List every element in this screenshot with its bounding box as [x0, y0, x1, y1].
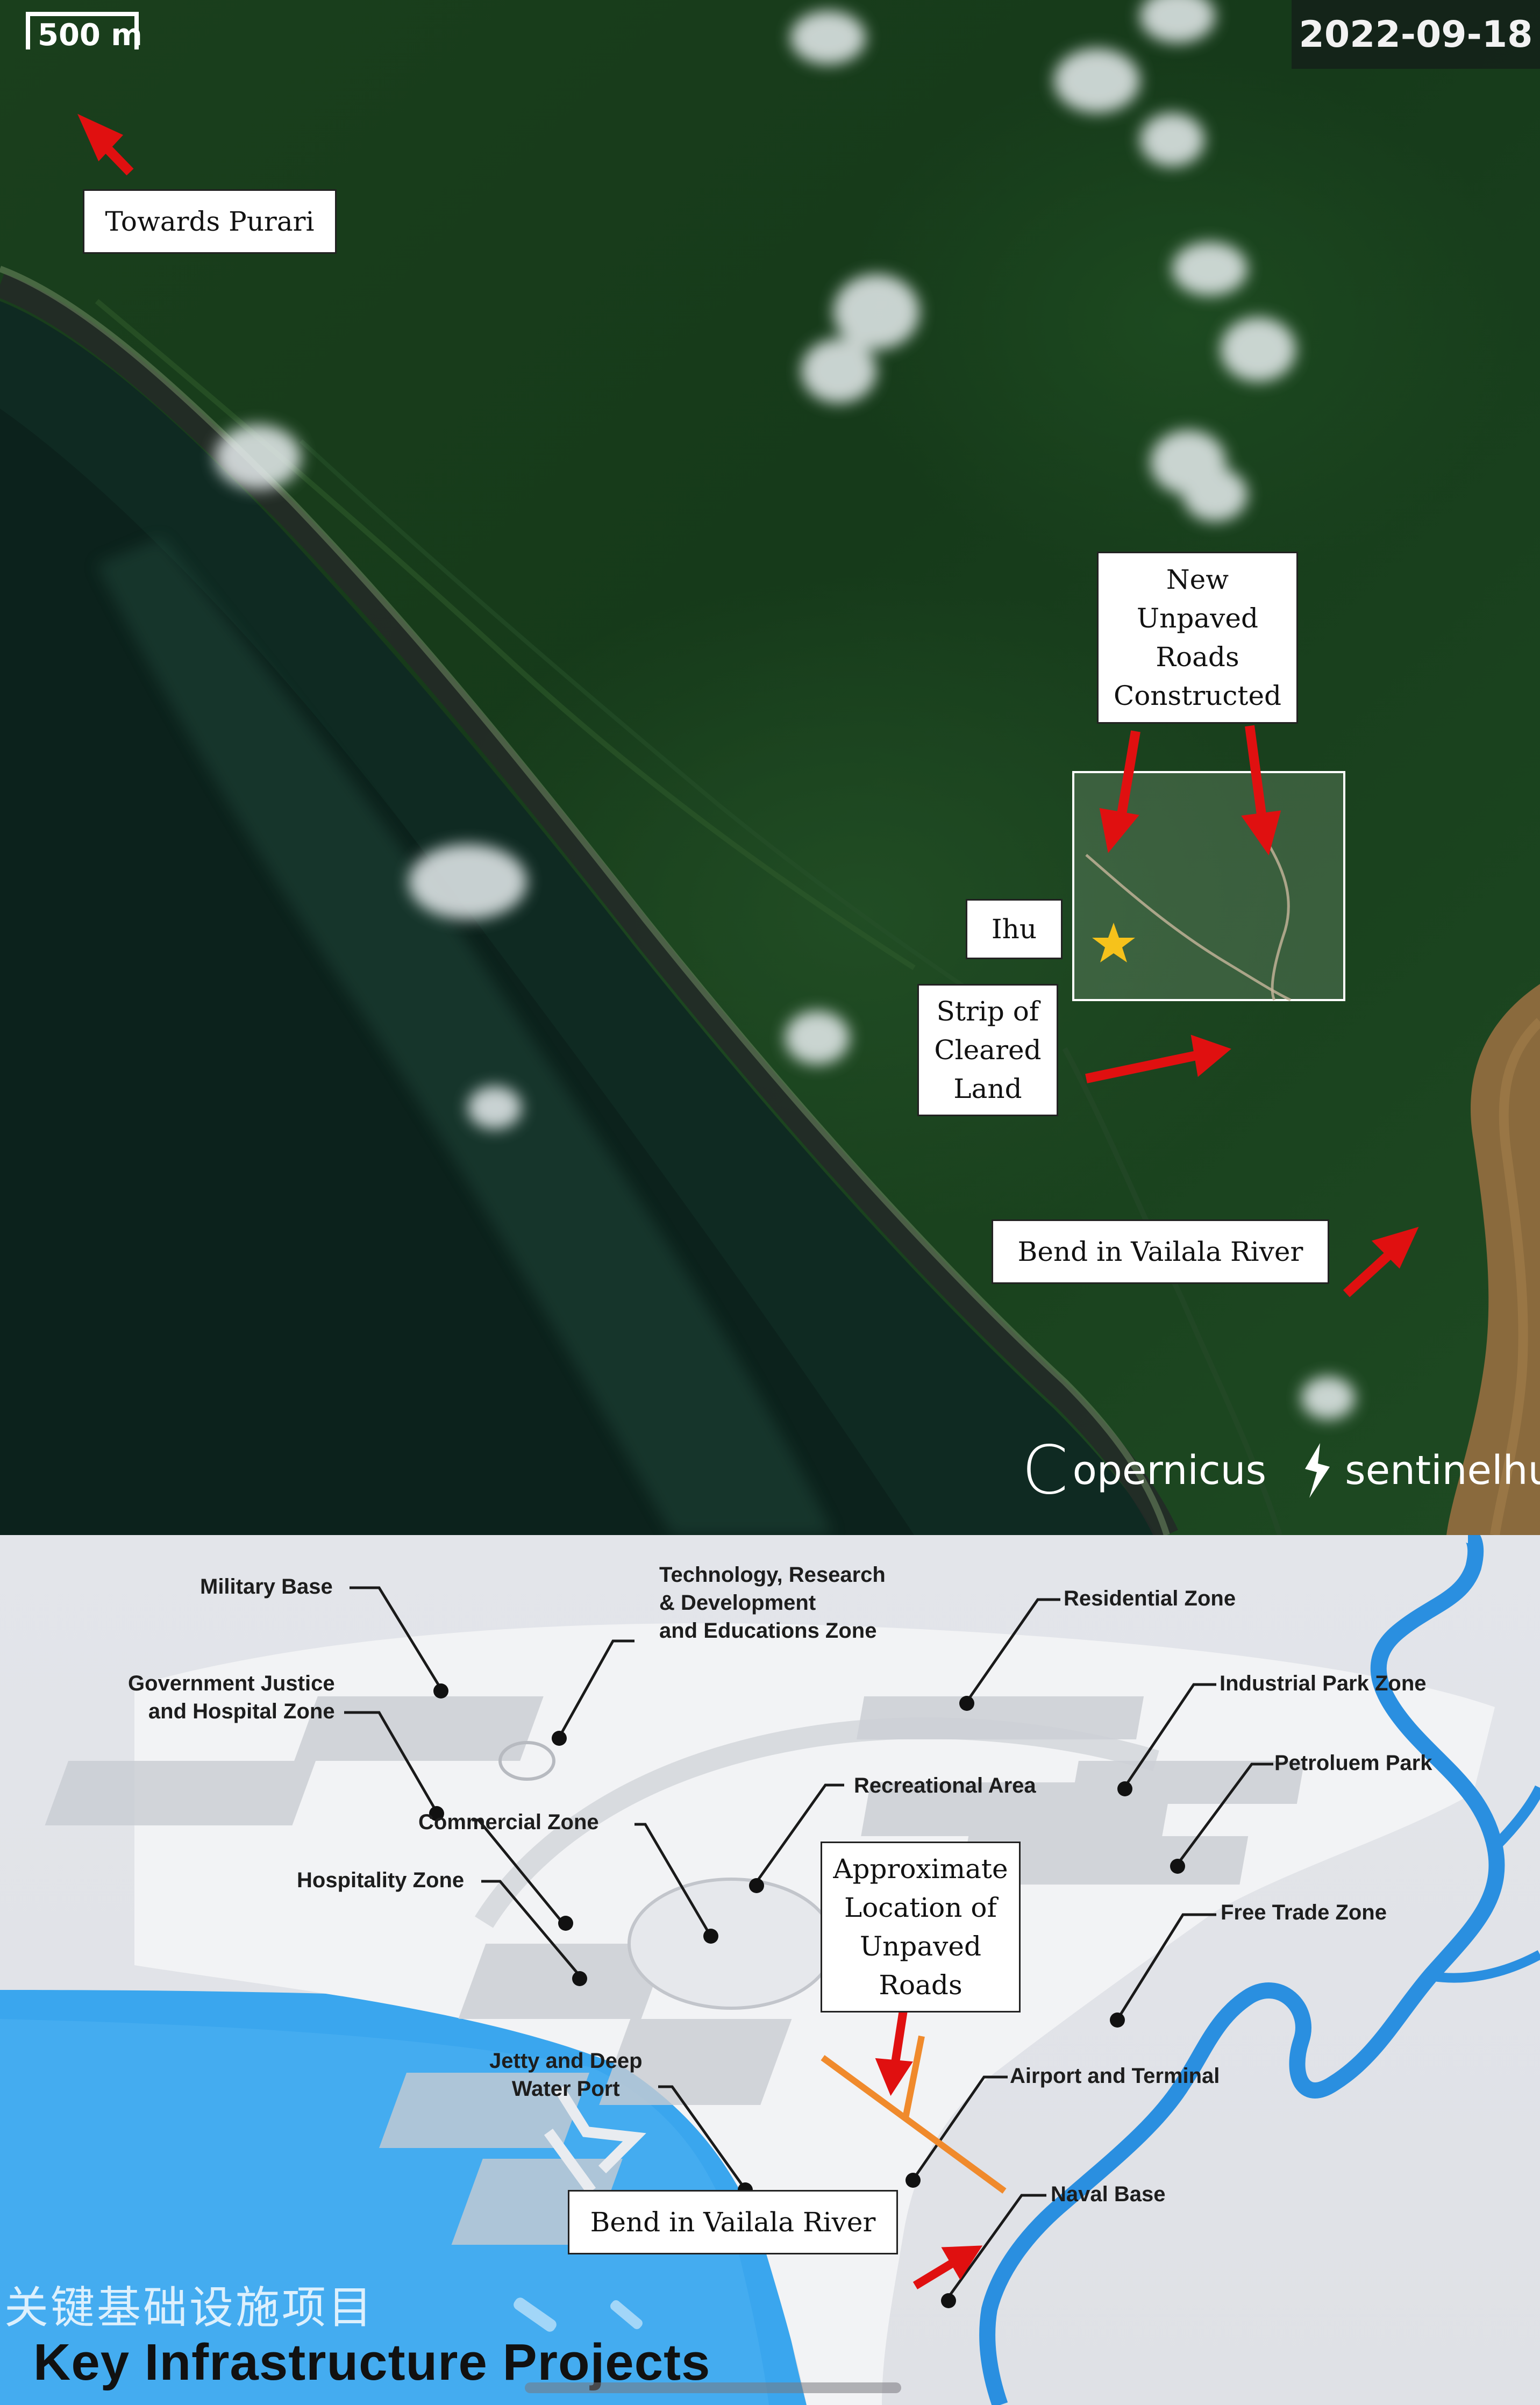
zone-free-trade: Free Trade Zone — [1221, 1901, 1387, 1924]
zone-naval-base: Naval Base — [1051, 2182, 1166, 2206]
satellite-arrows — [77, 113, 1419, 1297]
zone-military-base: Military Base — [200, 1575, 333, 1598]
callout-river-bend: Bend in Vailala River — [992, 1219, 1329, 1284]
title-chinese: 关键基础设施项目 — [4, 2282, 375, 2333]
image-date: 2022-09-18 — [1292, 0, 1540, 69]
sentinelhub-logo-icon — [1305, 1443, 1330, 1498]
scale-bracket — [26, 12, 139, 49]
image-credits: C opernicus sentinelhub — [1022, 1432, 1540, 1509]
callout-plan-river-bend: Bend in Vailala River — [568, 2190, 898, 2254]
video-scrub-bar — [525, 2382, 901, 2393]
satellite-image: 500 m 2022-09-18 Towards Purari New Unpa… — [0, 0, 1540, 1535]
zone-commercial: Commercial Zone — [418, 1810, 599, 1834]
scale-bar: 500 m — [26, 12, 143, 55]
coastline — [0, 273, 1178, 1535]
highlight-box — [1072, 771, 1345, 1001]
zone-jetty-port: Jetty and Deep Water Port — [489, 2049, 643, 2101]
zone-industrial-park: Industrial Park Zone — [1220, 1672, 1427, 1695]
zone-hospitality: Hospitality Zone — [297, 1868, 465, 1892]
masterplan-graphic — [0, 1535, 1540, 2405]
plan-jetty — [544, 2086, 646, 2194]
plan-arrows — [875, 2009, 983, 2289]
masterplan-render: Military Base Technology, Research & Dev… — [0, 1535, 1540, 2405]
callout-unpaved-roads: Approximate Location of Unpaved Roads — [821, 1842, 1021, 2013]
callout-cleared-land: Strip of Cleared Land — [917, 984, 1058, 1116]
copernicus-wordmark: opernicus — [1072, 1447, 1267, 1494]
callout-new-roads: New Unpaved Roads Constructed — [1097, 552, 1298, 724]
zone-tech-research: Technology, Research & Development and E… — [659, 1563, 886, 1643]
plan-road-lines — [821, 2035, 1007, 2194]
title-english: Key Infrastructure Projects — [33, 2333, 711, 2391]
zone-recreational: Recreational Area — [854, 1774, 1036, 1797]
zone-gov-justice: Government Justice and Hospital Zone — [128, 1672, 335, 1723]
callout-ihu: Ihu — [966, 899, 1063, 959]
plan-river — [979, 1535, 1505, 2405]
clouds — [215, 0, 1355, 1419]
ihu-star-icon — [1092, 923, 1135, 962]
zone-residential: Residential Zone — [1064, 1587, 1236, 1610]
copernicus-logo-icon: C — [1022, 1432, 1068, 1509]
scale-label: 500 m — [38, 18, 142, 53]
sentinelhub-wordmark: sentinelhub — [1345, 1447, 1540, 1494]
zone-petroleum-park: Petroluem Park — [1274, 1751, 1432, 1775]
callout-towards-purari: Towards Purari — [83, 189, 337, 254]
satellite-terrain — [0, 0, 1540, 1535]
zone-airport: Airport and Terminal — [1010, 2064, 1220, 2088]
